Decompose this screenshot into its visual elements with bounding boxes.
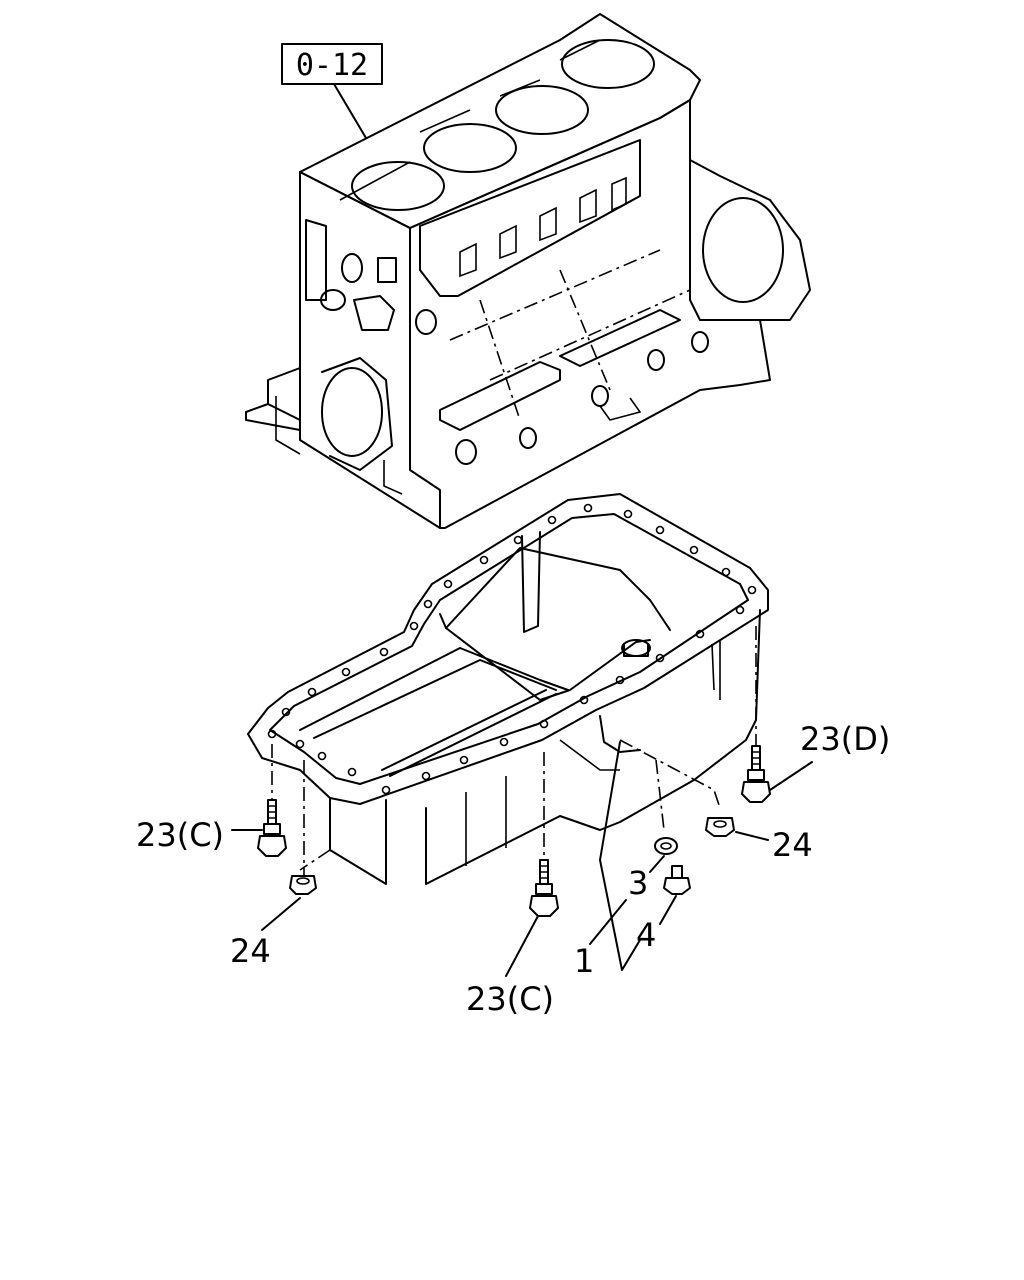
cylinder-block <box>245 13 811 529</box>
reference-box: 0-12 <box>281 43 383 139</box>
leader-lines <box>231 741 813 977</box>
nut-24-left <box>289 875 317 895</box>
reference-box-label: 0-12 <box>296 48 368 83</box>
callout-nut-24-right: 24 <box>772 826 813 864</box>
drain-plug-4 <box>663 865 691 895</box>
bolt-23d <box>741 626 771 803</box>
bolt-23c-bottom <box>529 752 559 917</box>
callout-oil-pan-1: 1 <box>574 942 594 980</box>
bolt-23c-left <box>257 744 287 857</box>
callout-bolt-23c-bottom: 23(C) <box>466 980 554 1018</box>
callout-labels: 23(D) 23(C) 23(C) 24 24 3 4 1 <box>136 720 890 1018</box>
callout-bolt-23c-left: 23(C) <box>136 816 224 854</box>
callout-washer-3: 3 <box>628 864 648 902</box>
callout-plug-4: 4 <box>636 916 656 954</box>
nut-24-right <box>619 739 735 837</box>
washer-3 <box>654 759 678 855</box>
oil-pan <box>247 493 769 885</box>
callout-nut-24-left: 24 <box>230 932 271 970</box>
callout-bolt-23d: 23(D) <box>800 720 890 758</box>
